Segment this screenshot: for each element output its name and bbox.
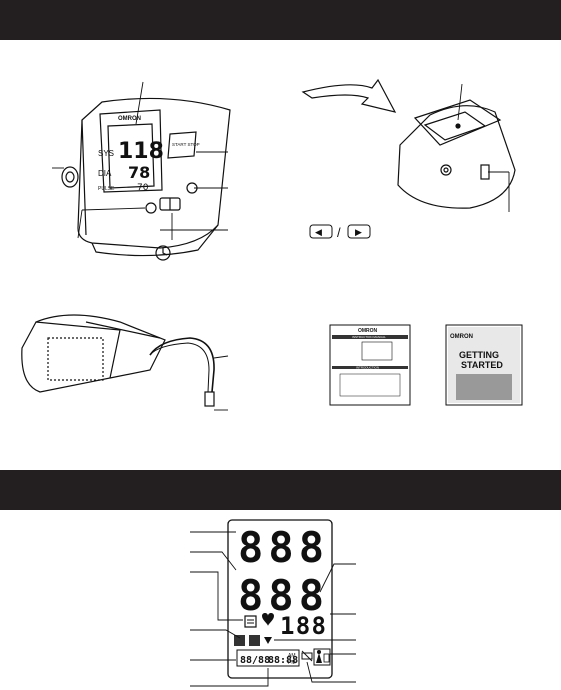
monitor-screen-sys-label: SYS [98, 149, 114, 158]
monitor-front-illustration [61, 97, 231, 261]
section-header-bar-middle [0, 470, 561, 510]
movement-error-icon [249, 635, 260, 646]
arrow-keys-separator: / [337, 225, 341, 240]
getting-started-brand: OMRON [450, 334, 473, 340]
heartbeat-icon [262, 613, 274, 626]
display-diagram: 888 888 188 88/88 88:88 AM PM [190, 519, 356, 687]
section-header-bar-top [0, 0, 561, 40]
instruction-manual-brand: OMRON [358, 328, 378, 334]
display-pulse-digits: 188 [280, 612, 326, 640]
display-leader-lines [190, 531, 356, 687]
getting-started-title-line2: STARTED [461, 360, 503, 370]
instruction-manual-title: INSTRUCTION MANUAL [352, 335, 386, 339]
getting-started-illustration [445, 324, 523, 406]
user-id-icon [313, 648, 331, 666]
low-battery-icon [301, 650, 313, 662]
monitor-leader-lines [52, 81, 228, 240]
left-arrow-glyph: ◀ [315, 227, 322, 237]
rear-leader-lines [457, 83, 510, 212]
right-arrow-key-icon [347, 224, 371, 239]
cuff-leader-lines [213, 355, 229, 411]
monitor-lcd-sys: 118 [118, 139, 164, 164]
arm-cuff-illustration [21, 314, 215, 407]
memory-icon [244, 615, 257, 628]
getting-started-title-line1: GETTING [459, 350, 499, 360]
date-time-frame [236, 649, 300, 667]
display-pm: PM [288, 660, 296, 666]
right-arrow-glyph: ▶ [355, 227, 362, 237]
display-time: 88:88 [268, 655, 298, 666]
product-illustrations: OMRON SYS DIA PULSE 118 78 70 START STOP… [21, 78, 523, 411]
monitor-brand-logo: OMRON [118, 116, 141, 122]
curved-arrow [301, 78, 397, 113]
monitor-lcd-dia: 78 [128, 163, 150, 182]
display-sys-digits: 888 [238, 523, 324, 572]
monitor-start-stop-label: START STOP [172, 142, 200, 147]
display-dia-digits: 888 [238, 571, 324, 620]
display-date: 88/88 [240, 655, 270, 666]
instruction-manual-introduction: INTRODUCTION [356, 366, 379, 370]
indicator-triangle-icon [264, 637, 272, 644]
left-arrow-key-icon [309, 224, 333, 239]
monitor-lcd-pulse: 70 [137, 183, 149, 193]
monitor-screen-pulse-label: PULSE [98, 186, 115, 192]
instruction-manual-illustration [329, 324, 411, 406]
display-am: AM [288, 653, 296, 659]
monitor-rear-illustration [397, 99, 516, 209]
cuff-wrap-guide-icon [234, 635, 245, 646]
monitor-screen-dia-label: DIA [98, 169, 112, 178]
